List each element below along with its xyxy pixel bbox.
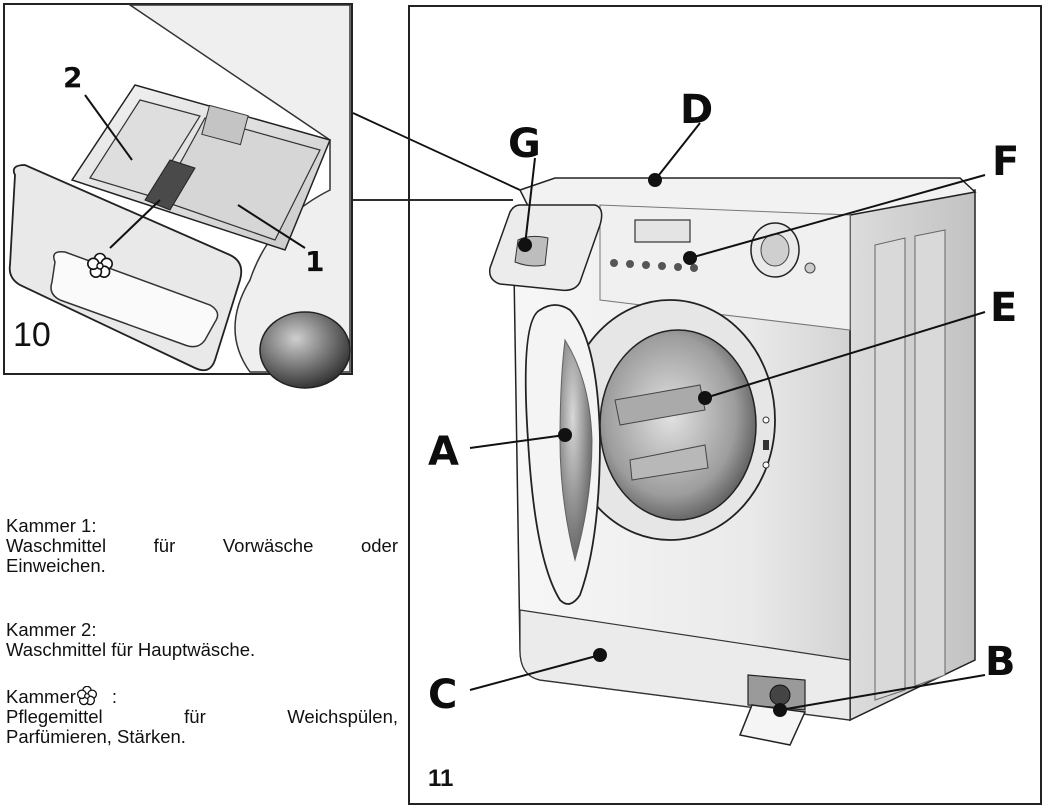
flower-icon bbox=[76, 685, 97, 706]
callout-2: 2 bbox=[63, 61, 83, 94]
callout-g: G bbox=[508, 121, 541, 167]
figure-10-number: 10 bbox=[13, 316, 51, 354]
callout-1: 1 bbox=[305, 245, 325, 278]
kammer-1-line-1: Waschmittel für Vorwäsche oder bbox=[6, 536, 398, 556]
legend-kammer-flower: Kammer : Pflegemittel für Weichspülen, P… bbox=[6, 685, 398, 747]
zoom-connector-top bbox=[352, 112, 521, 191]
kammer-3-text-a1: Pflegemittel bbox=[6, 706, 103, 727]
kammer-1-title: Kammer 1: bbox=[6, 515, 97, 536]
kammer-1-text-c: Einweichen. bbox=[6, 555, 106, 576]
kammer-3-text-b: Parfümieren, Stärken. bbox=[6, 726, 186, 747]
detergent-drawer-closeup bbox=[8, 4, 351, 389]
kammer-3-text-a3: Weichspülen, bbox=[287, 706, 399, 727]
washing-machine-illustration bbox=[469, 122, 986, 746]
callout-f: F bbox=[992, 139, 1020, 185]
callout-c: C bbox=[428, 672, 458, 718]
legend-kammer-1: Kammer 1: Waschmittel für Vorwäsche oder… bbox=[6, 516, 398, 576]
legend-kammer-2: Kammer 2: Waschmittel für Hauptwäsche. bbox=[6, 620, 398, 660]
display-window bbox=[634, 219, 691, 243]
filter-cover bbox=[738, 704, 807, 746]
kammer-2-text: Waschmittel für Hauptwäsche. bbox=[6, 639, 256, 660]
kammer-3-title-prefix: Kammer bbox=[6, 686, 76, 707]
drum-port-detail bbox=[259, 311, 351, 389]
callout-a: A bbox=[428, 429, 459, 475]
kammer-3-title-suffix: : bbox=[111, 686, 118, 707]
figure-11-number: 11 bbox=[428, 765, 454, 792]
program-buttons bbox=[610, 259, 698, 272]
kammer-2-title: Kammer 2: bbox=[6, 619, 97, 640]
callout-d: D bbox=[680, 87, 714, 133]
kammer-3-text-a2: für bbox=[184, 706, 206, 727]
kammer-1-text-a: Waschmittel für Vorwäsche bbox=[6, 535, 314, 556]
callout-b: B bbox=[985, 639, 1016, 685]
figure-11-panel bbox=[408, 5, 1042, 805]
kammer-3-line-1: Pflegemittel für Weichspülen, bbox=[6, 707, 398, 727]
kammer-1-text-b: oder bbox=[360, 535, 398, 556]
callout-e: E bbox=[990, 285, 1018, 331]
flower-icon bbox=[87, 252, 113, 278]
kammer-3-title: Kammer : bbox=[6, 685, 398, 707]
